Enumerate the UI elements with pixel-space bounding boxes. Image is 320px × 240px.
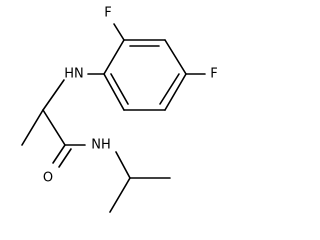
bond-nh-alpha-carbon	[42, 79, 65, 111]
ring-double-bond-c6-c1	[110, 73, 129, 105]
molecule-drawing: F F HN O NH	[21, 6, 218, 213]
ring-bond-c6-c1	[103, 73, 125, 111]
atom-label-fluorine-top: F	[104, 6, 111, 21]
ring-bond-c1-c2	[103, 39, 125, 75]
bond-c2-fluorine	[113, 23, 125, 41]
bond-carbonyl-oxygen-1	[52, 144, 66, 164]
atom-label-amide-oxygen: O	[43, 171, 53, 186]
bond-alpha-methyl	[21, 109, 44, 146]
ring-bond-c3-c4	[164, 39, 187, 75]
atom-label-amide-nh: NH	[91, 138, 111, 153]
ring-bond-c4-c5	[164, 73, 187, 111]
bond-amide-n-isopropyl	[115, 151, 131, 179]
atom-label-amine-nh: HN	[64, 67, 84, 82]
bond-carbonyl-oxygen-2	[58, 148, 72, 168]
bond-isopropyl-methyl-left	[109, 177, 131, 213]
structure-diagram: F F HN O NH	[21, 5, 218, 213]
atom-label-fluorine-right: F	[210, 67, 217, 82]
ring-double-bond-c4-c5	[159, 73, 180, 105]
bond-alpha-carbonyl	[42, 109, 66, 146]
